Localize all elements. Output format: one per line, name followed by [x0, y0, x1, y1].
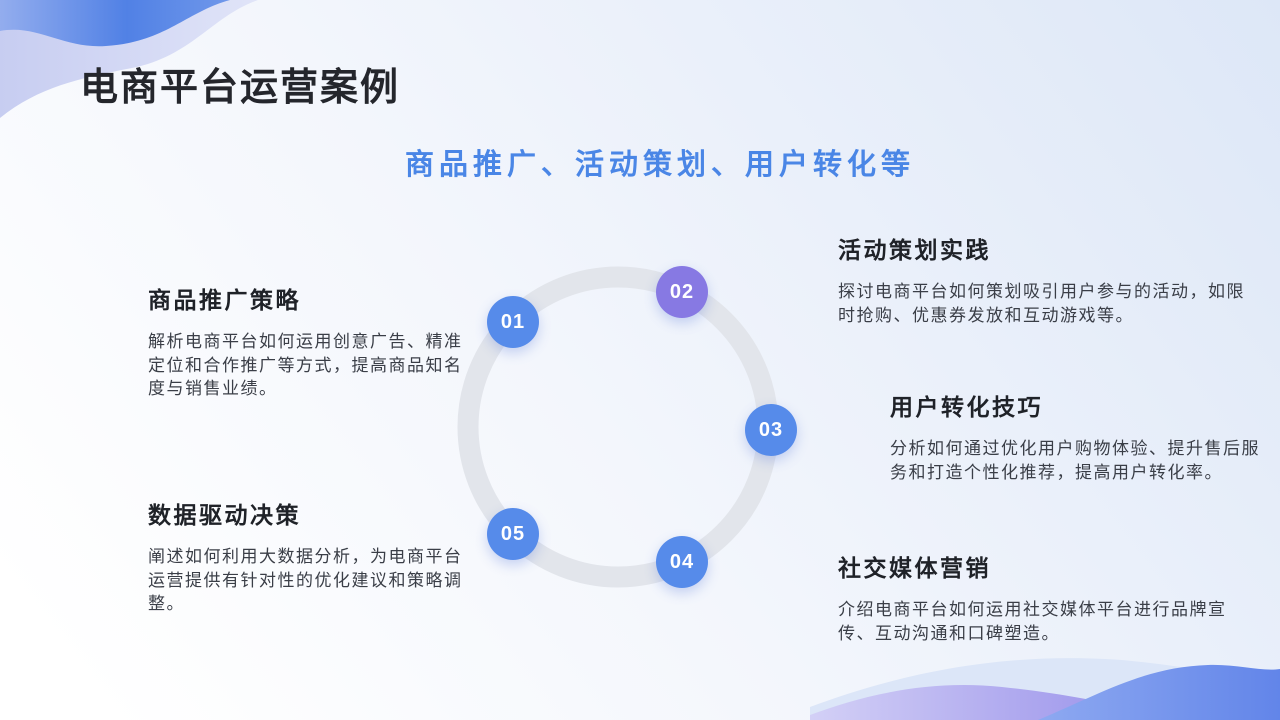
section-heading: 数据驱动决策	[148, 502, 301, 528]
section-body: 解析电商平台如何运用创意广告、精准定位和合作推广等方式，提高商品知名度与销售业绩…	[148, 332, 463, 398]
bottom-right-wave-decoration	[810, 658, 1280, 720]
step-number: 03	[758, 418, 784, 441]
step-badge-03: 03	[745, 404, 797, 456]
section-event-planning: 活动策划实践 探讨电商平台如何策划吸引用户参与的活动，如限时抢购、优惠券发放和互…	[838, 231, 1258, 327]
step-number: 05	[500, 522, 526, 545]
section-body: 分析如何通过优化用户购物体验、提升售后服务和打造个性化推荐，提高用户转化率。	[890, 439, 1260, 482]
section-user-conversion: 用户转化技巧 分析如何通过优化用户购物体验、提升售后服务和打造个性化推荐，提高用…	[890, 388, 1260, 484]
top-left-wave-decoration	[0, 0, 258, 118]
step-number: 04	[669, 550, 695, 573]
step-badge-04: 04	[656, 536, 708, 588]
section-heading: 商品推广策略	[148, 287, 301, 313]
section-heading: 活动策划实践	[838, 237, 991, 263]
slide-subtitle: 商品推广、活动策划、用户转化等	[404, 149, 915, 181]
section-heading: 社交媒体营销	[838, 555, 991, 581]
step-badge-05: 05	[487, 508, 539, 560]
page-title: 电商平台运营案例	[80, 67, 401, 109]
step-number: 02	[669, 280, 695, 303]
step-badge-01: 01	[487, 296, 539, 348]
step-badge-02: 02	[656, 266, 708, 318]
section-body: 介绍电商平台如何运用社交媒体平台进行品牌宣传、互动沟通和口碑塑造。	[838, 600, 1227, 643]
step-number: 01	[500, 310, 526, 333]
section-social-media: 社交媒体营销 介绍电商平台如何运用社交媒体平台进行品牌宣传、互动沟通和口碑塑造。	[838, 549, 1258, 645]
section-body: 探讨电商平台如何策划吸引用户参与的活动，如限时抢购、优惠券发放和互动游戏等。	[838, 282, 1245, 325]
section-data-driven: 数据驱动决策 阐述如何利用大数据分析，为电商平台运营提供有针对性的优化建议和策略…	[148, 496, 478, 616]
section-body: 阐述如何利用大数据分析，为电商平台运营提供有针对性的优化建议和策略调整。	[148, 547, 463, 613]
section-product-promotion: 商品推广策略 解析电商平台如何运用创意广告、精准定位和合作推广等方式，提高商品知…	[148, 281, 478, 401]
section-heading: 用户转化技巧	[890, 394, 1043, 420]
